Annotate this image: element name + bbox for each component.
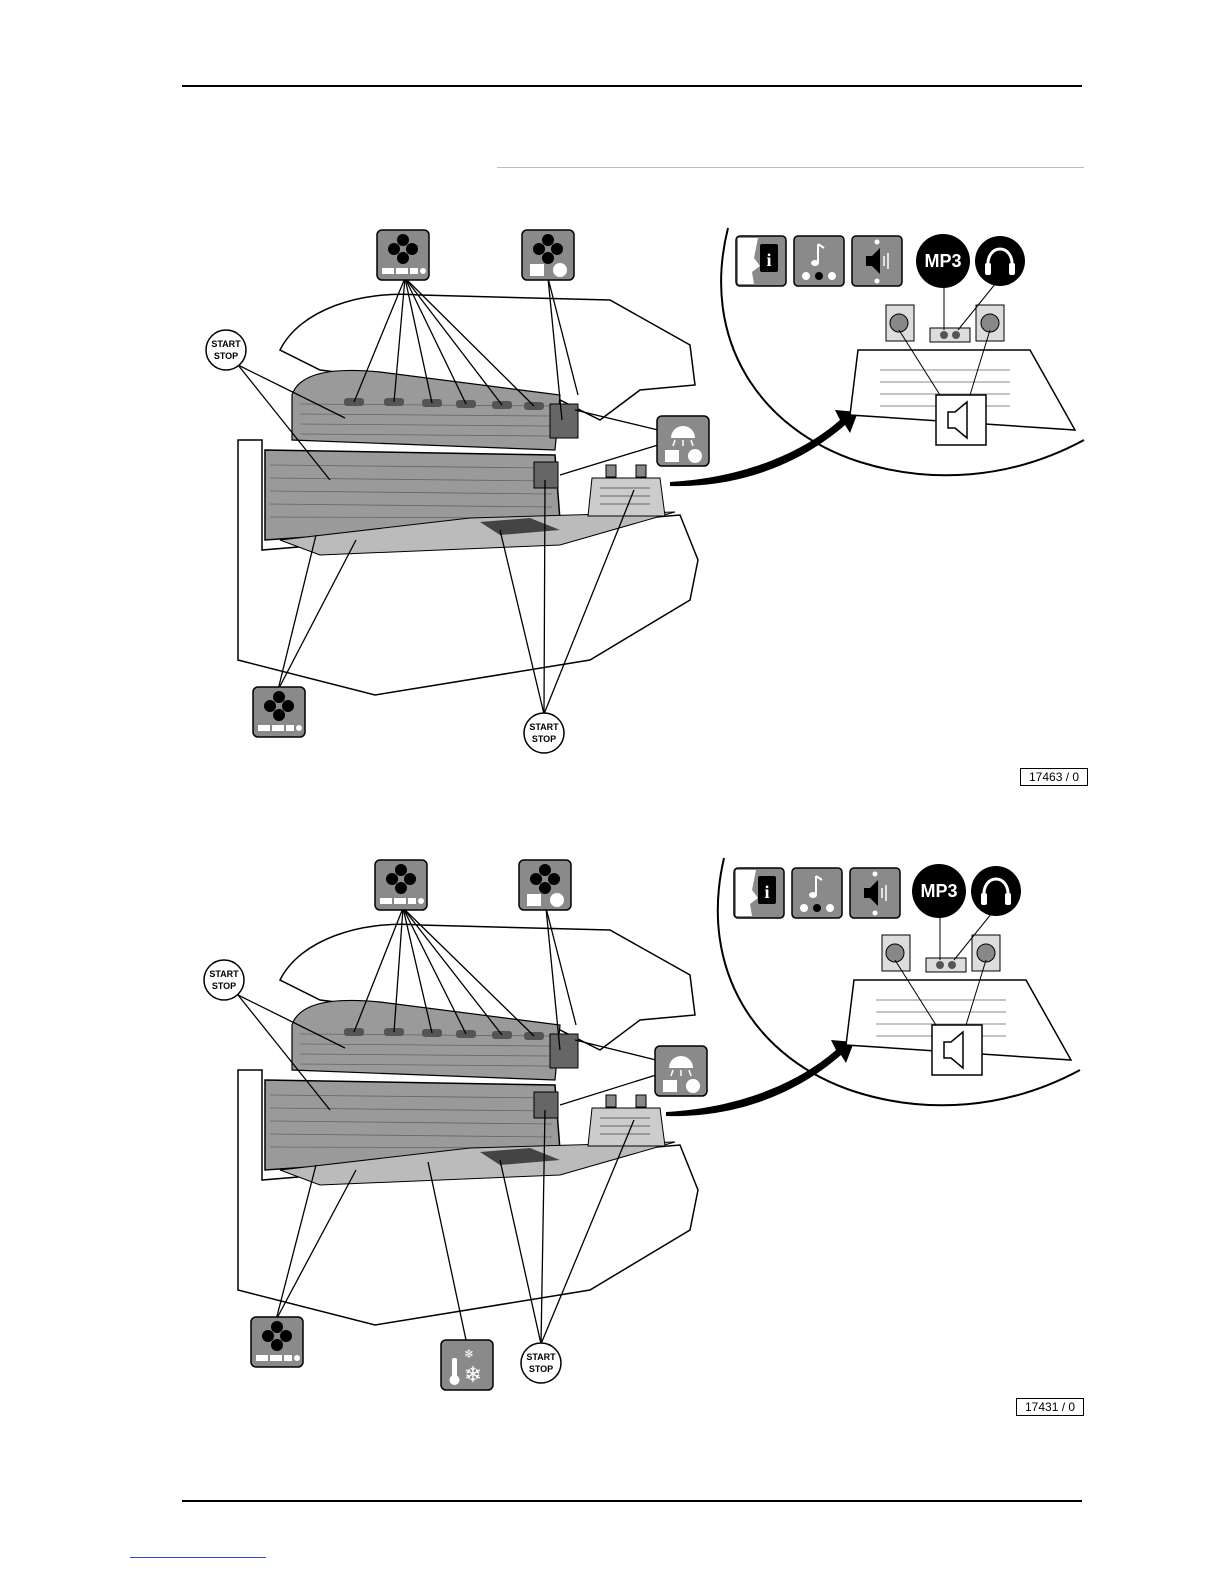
svg-text:i: i [764,882,769,902]
stop-label: STOP [212,981,236,991]
footer-link-underline[interactable] [130,1557,266,1558]
info-icon: i [734,868,784,918]
fan-icon [522,230,574,280]
footer-rule [182,1500,1082,1502]
mp3-icon: MP3 [916,234,970,288]
info-icon: i [736,236,786,286]
start-stop-icon: START STOP [521,1343,561,1383]
speaker-icon [936,395,986,445]
start-label: START [209,969,239,979]
mp3-label: MP3 [924,251,961,271]
svg-text:i: i [766,250,771,270]
control-console [588,1108,665,1146]
figure-2: ❄ ❄ START STOP START STOP i [0,630,1224,1430]
figure-id-2: 17431 / 0 [1016,1398,1084,1416]
music-note-icon [794,236,844,286]
cooling-thermometer-icon: ❄ ❄ [441,1340,493,1390]
start-label: START [526,1352,556,1362]
svg-text:❄: ❄ [464,1347,474,1361]
mp3-label: MP3 [920,881,957,901]
music-note-icon [792,868,842,918]
start-stop-icon: START STOP [204,960,244,1000]
start-stop-icon: START STOP [206,330,246,370]
stop-label: STOP [529,1364,553,1374]
fan-icon [519,860,571,910]
headphones-icon [975,236,1025,286]
start-label: START [211,339,241,349]
fan-icon [251,1317,303,1367]
volume-icon [852,236,902,286]
volume-icon [850,868,900,918]
shower-icon [655,1046,707,1096]
stop-label: STOP [214,351,238,361]
svg-text:❄: ❄ [464,1363,482,1388]
speaker-icon [932,1025,982,1075]
tanning-bed-diagram-2: ❄ ❄ START STOP START STOP i [0,630,1224,1430]
shower-icon [657,416,709,466]
headphones-icon [971,866,1021,916]
fan-icon [375,860,427,910]
fan-icon [377,230,429,280]
mp3-icon: MP3 [912,864,966,918]
